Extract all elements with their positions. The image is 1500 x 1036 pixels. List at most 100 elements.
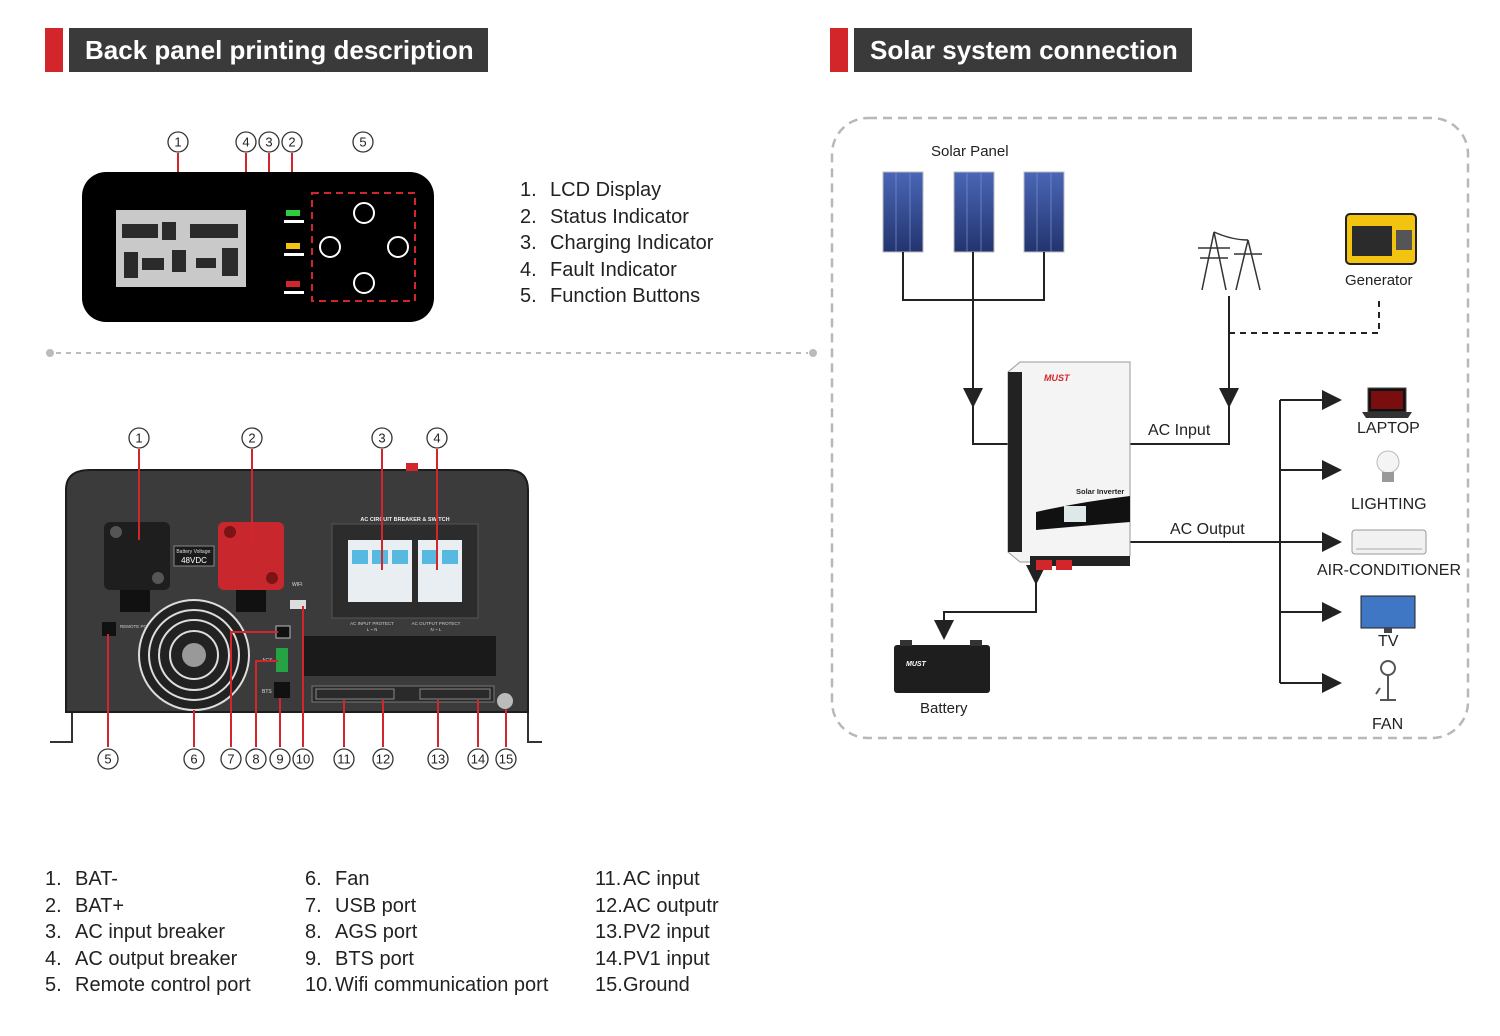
legend-number: 4.	[520, 258, 537, 281]
battery-brand: MUST	[906, 661, 927, 668]
callout-circle	[235, 131, 257, 153]
legend-number: 7.	[305, 894, 322, 917]
legend-number: 4.	[45, 947, 62, 970]
legend-text: PV1 input	[623, 947, 710, 970]
legend-item: 15.Ground	[595, 972, 719, 999]
legend-item: 12.AC outputr	[595, 893, 719, 920]
legend-item: 6.Fan	[305, 866, 548, 893]
ac-input-label: AC Input	[1148, 422, 1211, 439]
load-label-laptop: LAPTOP	[1357, 420, 1420, 437]
callout-number: 15	[499, 752, 513, 767]
inverter: MUST Solar Inverter	[1007, 361, 1131, 570]
power-tower-icon	[1198, 231, 1262, 291]
ags-port	[276, 648, 288, 672]
legend-text: Fault Indicator	[550, 258, 677, 281]
section-divider	[46, 349, 817, 357]
legend-item: 10.Wifi communication port	[305, 972, 548, 999]
fault-indicator	[286, 281, 300, 287]
generator-label: Generator	[1345, 272, 1413, 289]
callout-circle	[371, 427, 393, 449]
ac-input-protect-label: AC INPUT PROTECT	[350, 621, 394, 626]
callout-number: 2	[288, 135, 295, 150]
callout-number: 13	[431, 752, 445, 767]
header-accent-bar	[830, 28, 848, 72]
battery-voltage-label: Battery Voltage:	[176, 549, 211, 555]
callout-circle	[281, 131, 303, 153]
legend-item: 9.BTS port	[305, 946, 548, 973]
legend-text: USB port	[335, 894, 417, 917]
button-down[interactable]	[353, 272, 375, 294]
remote-port-label: REMOTE PORT	[120, 624, 153, 629]
laptop-icon	[1362, 387, 1412, 418]
legend-number: 3.	[520, 232, 537, 255]
charging-indicator	[286, 243, 300, 249]
legend-number: 5.	[45, 974, 62, 997]
load-label-tv: TV	[1378, 633, 1399, 650]
callout-circle	[220, 748, 242, 770]
wifi-port	[290, 600, 306, 609]
legend-text: BAT+	[75, 894, 125, 917]
fan-icon	[1375, 660, 1396, 701]
button-left[interactable]	[319, 236, 341, 258]
legend-text: Fan	[335, 868, 370, 890]
callout-circle	[167, 131, 189, 153]
callout-circle	[333, 748, 355, 770]
callout-number: 11	[337, 752, 351, 767]
ac-output-protect-label: AC OUTPUT PROTECT	[412, 621, 461, 626]
header-title: Back panel printing description	[69, 28, 488, 72]
legend-text: AC input breaker	[75, 921, 226, 944]
ac-input-breaker[interactable]	[348, 540, 412, 602]
legend-item: 11.AC input	[595, 866, 719, 893]
terminal-block	[311, 685, 495, 703]
legend-item: 5. Remote control port	[45, 972, 251, 999]
legend-text: AC input	[623, 868, 700, 890]
legend-text: PV2 input	[623, 921, 710, 944]
inverter-brand: MUST	[1044, 373, 1071, 383]
legend-item: 1. BAT-	[45, 866, 251, 893]
legend-text: Wifi communication port	[335, 974, 549, 997]
load-label-air-conditioner: AIR-CONDITIONER	[1317, 562, 1461, 579]
legend-item: 3. AC input breaker	[45, 919, 251, 946]
tv-icon	[1360, 595, 1416, 633]
load-label-fan: FAN	[1372, 716, 1404, 733]
ac-output-breaker[interactable]	[418, 540, 462, 602]
back-panel-legend-col1: 1. BAT- 2. BAT+ 3. AC input breaker 4. AC outpu…	[45, 866, 251, 999]
function-buttons-area	[311, 192, 416, 302]
legend-number: 2.	[45, 894, 62, 917]
header-title: Solar system connection	[854, 28, 1192, 72]
callout-circle	[467, 748, 489, 770]
button-up[interactable]	[353, 202, 375, 224]
callout-number: 1	[174, 135, 181, 150]
legend-item: 3. Charging Indicator	[520, 230, 713, 257]
callout-number: 6	[190, 752, 197, 767]
callout-circle	[352, 131, 374, 153]
legend-text: AGS port	[335, 921, 418, 944]
legend-text: BAT-	[75, 868, 118, 890]
button-right[interactable]	[387, 236, 409, 258]
legend-text: AC output breaker	[75, 947, 238, 970]
legend-number: 2.	[520, 205, 537, 228]
back-panel-diagram: Battery Voltage: 48VDC REMOTE PORT AGS B…	[50, 427, 542, 770]
legend-number: 15.	[595, 974, 623, 997]
ground-terminal	[497, 693, 513, 709]
legend-text: Ground	[623, 974, 690, 997]
legend-number: 1.	[45, 868, 62, 890]
legend-number: 10.	[305, 974, 333, 997]
remote-port	[102, 622, 116, 636]
legend-text: Remote control port	[75, 974, 251, 997]
legend-text: Charging Indicator	[550, 232, 714, 255]
callout-number: 8	[252, 752, 259, 767]
generator-icon	[1345, 213, 1417, 265]
callout-number: 4	[242, 135, 249, 150]
system-frame	[830, 116, 1470, 740]
legend-number: 14.	[595, 947, 623, 970]
legend-number: 3.	[45, 921, 62, 944]
legend-item: 4. Fault Indicator	[520, 257, 713, 284]
callout-circle	[426, 427, 448, 449]
ac-output-label: AC Output	[1170, 521, 1245, 538]
callout-number: 5	[359, 135, 366, 150]
solar-panel-label: Solar Panel	[931, 143, 1009, 160]
